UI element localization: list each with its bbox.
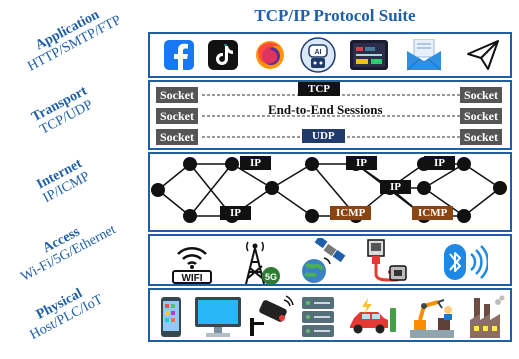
transport-session-lines: [202, 94, 460, 138]
ip-tag-1: IP: [240, 156, 271, 170]
satellite-globe-icon: [302, 238, 346, 283]
tiktok-icon: [208, 40, 238, 70]
factory-icon: [470, 295, 505, 338]
icmp-tag-1: ICMP: [330, 206, 372, 220]
socket-left-2: Socket: [156, 108, 198, 124]
tcp-label: TCP: [298, 82, 340, 96]
socket-right-2: Socket: [460, 108, 502, 124]
robot-arm-icon: [410, 299, 454, 338]
socket-right-1: Socket: [460, 87, 502, 103]
monitor-icon: [195, 297, 241, 337]
wifi-icon: WIFI: [172, 247, 212, 284]
ip-tag-2: IP: [346, 156, 377, 170]
physical-layer: [148, 288, 512, 342]
icmp-tag-2: ICMP: [412, 206, 454, 220]
security-camera-icon: [250, 295, 294, 336]
cell-tower-5g-icon: 5G: [245, 241, 280, 285]
bluetooth-icon: [444, 244, 488, 280]
firefox-icon: [256, 41, 284, 69]
email-icon: [406, 39, 442, 71]
ip-tag-5: IP: [220, 206, 251, 220]
ip-tag-4: IP: [380, 180, 411, 194]
smartphone-icon: [161, 297, 181, 337]
application-layer: AI: [148, 32, 512, 78]
dashboard-icon: [350, 40, 388, 70]
internet-layer: IP IP IP IP IP ICMP ICMP: [148, 152, 512, 232]
udp-label: UDP: [302, 129, 345, 143]
send-icon: [467, 40, 499, 70]
ai-robot-icon: AI: [300, 37, 336, 73]
socket-right-3: Socket: [460, 129, 502, 145]
diagram-title: TCP/IP Protocol Suite: [254, 6, 416, 25]
sessions-label: End-to-End Sessions: [268, 102, 383, 117]
server-icon: [302, 297, 334, 337]
5g-label: 5G: [265, 272, 277, 282]
access-layer: WIFI 5G: [148, 234, 512, 286]
svg-text:AI: AI: [315, 49, 322, 56]
wifi-label: WIFI: [181, 273, 202, 284]
ev-car-icon: [350, 298, 396, 334]
socket-left-3: Socket: [156, 129, 198, 145]
transport-layer: Socket Socket Socket Socket Socket Socke…: [148, 80, 512, 150]
ethernet-icon: [367, 239, 407, 282]
facebook-icon: [164, 40, 194, 70]
ip-tag-3: IP: [424, 156, 455, 170]
socket-left-1: Socket: [156, 87, 198, 103]
